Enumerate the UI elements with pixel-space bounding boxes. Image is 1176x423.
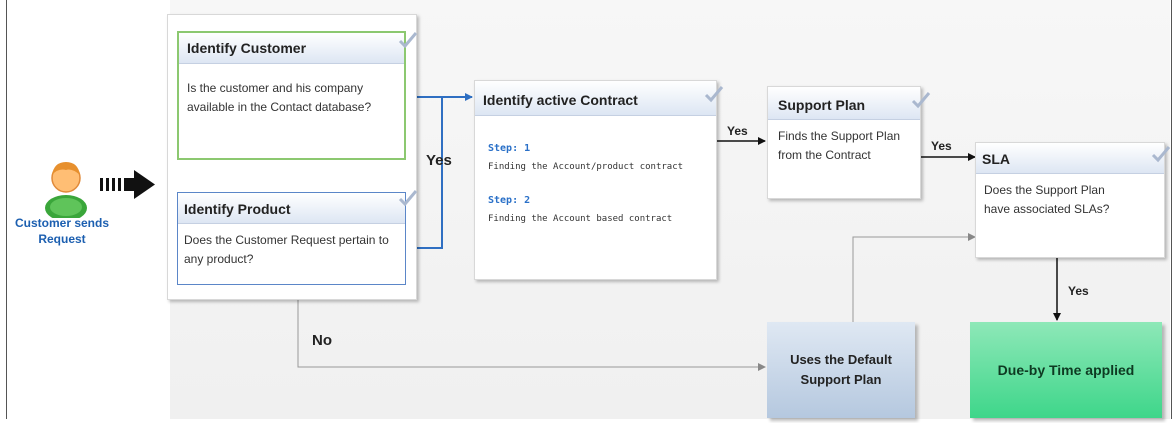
customer-arrow [100,170,155,199]
step2-text: Finding the Account based contract [488,214,673,224]
support-plan-box[interactable]: Support Plan Finds the Support Plan from… [767,86,921,199]
due-by-box[interactable]: Due-by Time applied [970,322,1162,418]
default-plan-box[interactable]: Uses the Default Support Plan [767,322,915,418]
check-icon [398,32,418,49]
yes-label-support: Yes [727,124,748,138]
support-plan-title: Support Plan [778,97,866,113]
due-by-label: Due-by Time applied [997,362,1135,378]
identify-customer-header [179,33,404,64]
identify-customer-box[interactable]: Identify Customer Is the customer and hi… [177,31,406,160]
support-plan-body: Finds the Support Plan from the Contract [778,129,901,162]
check-icon [1151,146,1171,163]
edge-no [297,300,766,371]
identify-product-box[interactable]: Identify Product Does the Customer Reque… [177,192,406,285]
user-icon [45,162,87,218]
identify-contract-box[interactable]: Identify active Contract Step: 1 Finding… [474,80,717,280]
step2-label: Step: 2 [488,195,531,206]
support-plan-header [768,87,920,120]
identify-contract-title: Identify active Contract [483,92,638,108]
edge-identify-yes [406,96,443,249]
customer-caption: Customer sends Request [14,216,110,246]
check-icon [911,92,931,109]
sla-title: SLA [982,151,1010,167]
yes-label-sla: Yes [931,139,952,153]
no-label: No [312,332,332,349]
identify-product-body: Does the Customer Request pertain to any… [184,233,389,266]
check-icon [398,190,418,207]
sla-body: Does the Support Plan have associated SL… [984,183,1110,216]
step1-label: Step: 1 [488,143,531,154]
yes-label-due: Yes [1068,284,1089,298]
edge-default-sla [852,233,976,322]
identify-customer-body: Is the customer and his company availabl… [187,81,372,114]
step1-text: Finding the Account/product contract [488,162,684,172]
default-plan-label: Uses the Default Support Plan [790,352,892,387]
sla-box[interactable]: SLA Does the Support Plan have associate… [975,142,1165,258]
identify-product-header [178,193,405,224]
identify-product-title: Identify Product [184,201,291,217]
identify-customer-title: Identify Customer [187,40,307,56]
check-icon [704,86,724,103]
yes-label-identify: Yes [426,152,452,169]
identify-contract-header [475,81,716,116]
sla-header [976,143,1164,174]
